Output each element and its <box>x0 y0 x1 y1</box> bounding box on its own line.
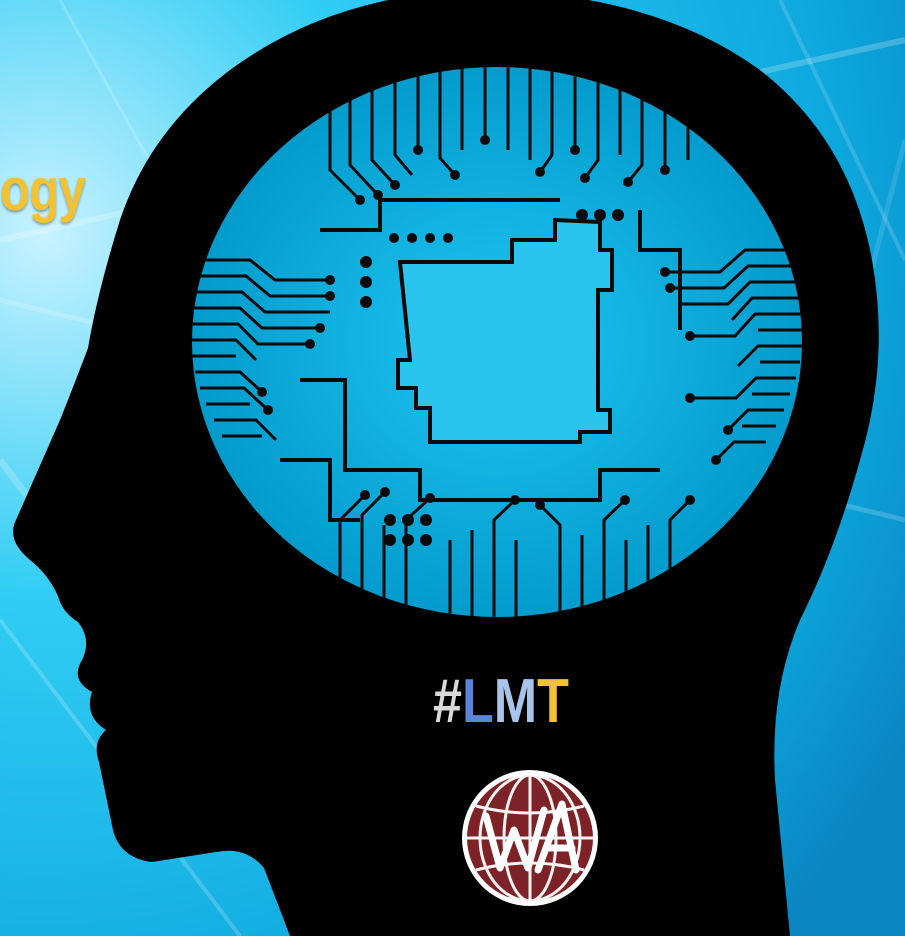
globe-logo-icon <box>462 770 598 906</box>
hashtag: #LMT <box>433 666 569 738</box>
circuit-pads <box>257 135 733 546</box>
hashtag-letter-t: T <box>537 667 569 736</box>
hashtag-symbol: # <box>433 667 462 736</box>
processor-chip <box>396 217 614 444</box>
hashtag-letter-m: M <box>493 667 538 736</box>
hashtag-letter-l: L <box>461 667 494 736</box>
headline-text: ogy <box>0 156 86 223</box>
